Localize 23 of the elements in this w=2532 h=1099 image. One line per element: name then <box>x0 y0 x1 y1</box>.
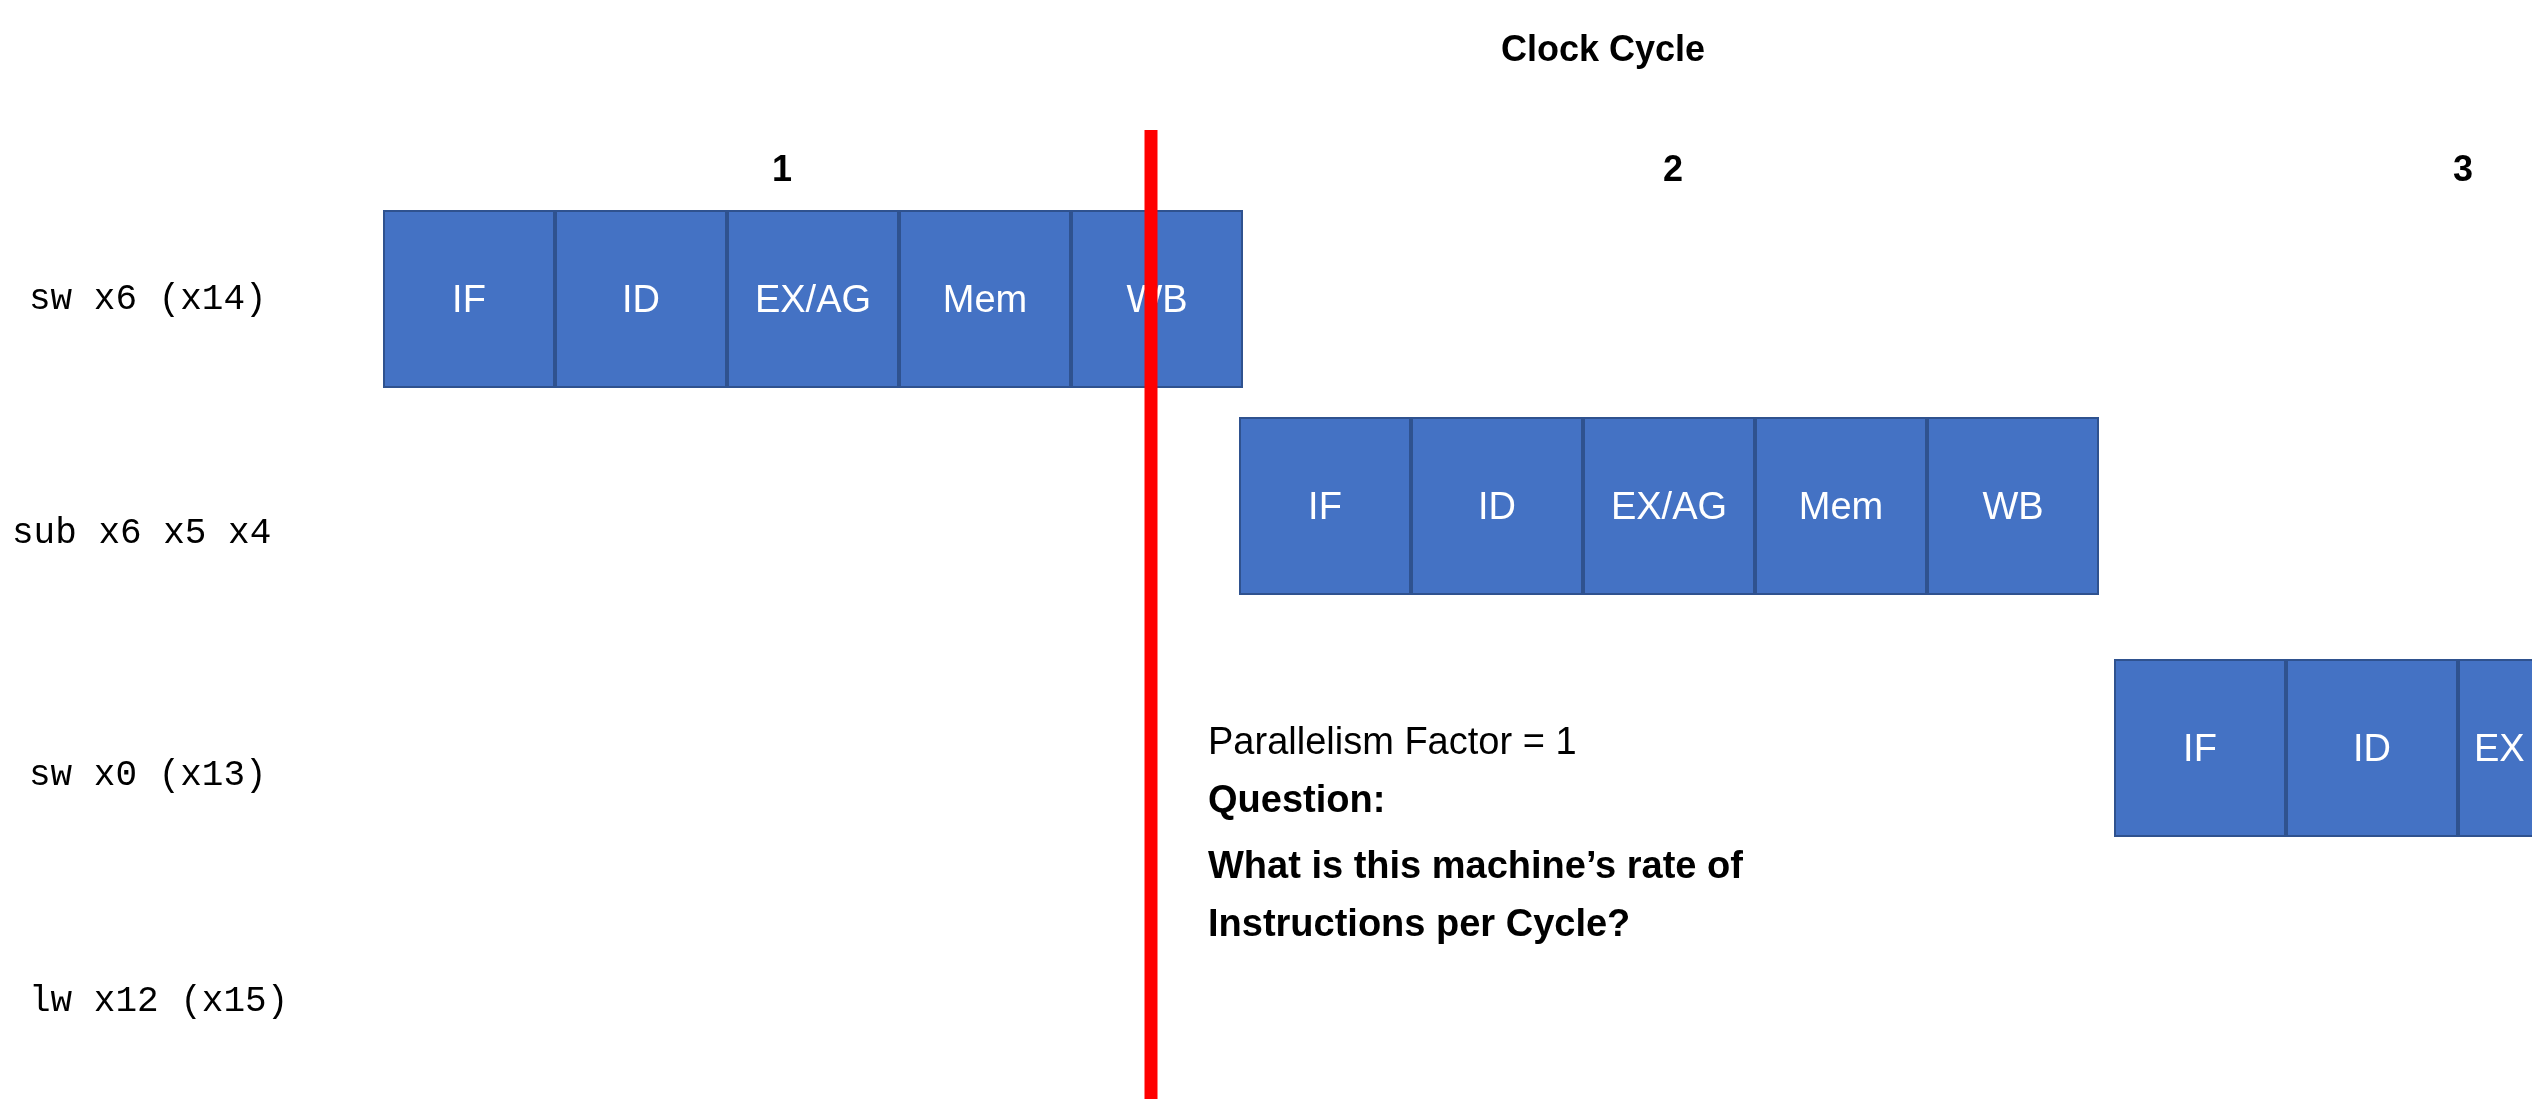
cycle-number: 3 <box>2453 148 2473 190</box>
pipeline-stage-box: IF <box>1239 417 1411 595</box>
cycle-number: 2 <box>1663 148 1683 190</box>
pipeline-stage-box: ID <box>555 210 727 388</box>
pipeline-stage-box: EX/AG <box>727 210 899 388</box>
pipeline-stage-box: IF <box>2114 659 2286 837</box>
axis-title: Clock Cycle <box>1500 28 1706 70</box>
instruction-label: lw x12 (x15) <box>29 981 289 1022</box>
question-text: What is this machine’s rate of Instructions per Cycle? <box>1208 843 1744 946</box>
pipeline-stage-box: WB <box>1927 417 2099 595</box>
question-heading: Question: <box>1208 778 1386 821</box>
instruction-label: sw x0 (x13) <box>29 755 267 796</box>
pipeline-stage-box: IF <box>383 210 555 388</box>
pipeline-stage-box: ID <box>2286 659 2458 837</box>
pipeline-stage-box: Mem <box>899 210 1071 388</box>
instruction-label: sub x6 x5 x4 <box>12 513 272 554</box>
pipeline-stage-box: EX <box>2458 659 2532 837</box>
pipeline-stage-box: Mem <box>1755 417 1927 595</box>
instruction-label: sw x6 (x14) <box>29 279 267 320</box>
note-text: Parallelism Factor = 1 <box>1208 720 1577 763</box>
pipeline-stage-box: EX/AG <box>1583 417 1755 595</box>
pipeline-stage-box: ID <box>1411 417 1583 595</box>
cycle-number: 1 <box>772 148 792 190</box>
